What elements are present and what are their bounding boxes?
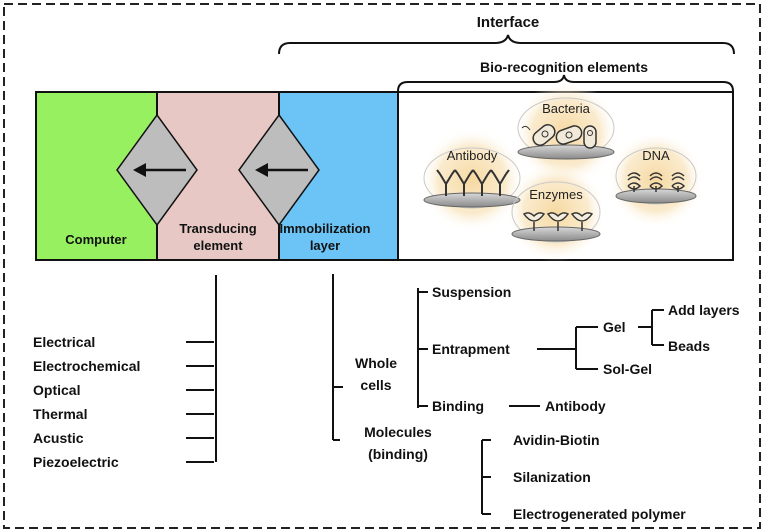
interface-brace <box>278 34 735 55</box>
transducing-label-line2: element <box>193 238 243 253</box>
left-arrowhead-icon <box>133 163 146 177</box>
enzymes-illustration <box>511 181 601 243</box>
bio-recognition-label: Bio-recognition elements <box>480 59 648 75</box>
molecules-label-line1: Molecules <box>364 424 432 440</box>
electrogenerated-polymer-label: Electrogenerated polymer <box>513 506 686 522</box>
binding-antibody-label: Antibody <box>545 398 606 414</box>
antibody-icon <box>490 169 510 196</box>
entrapment-label: Entrapment <box>432 341 510 357</box>
antibody-icon <box>436 169 456 196</box>
antibody-label: Antibody <box>447 148 498 163</box>
left-arrowhead-icon <box>255 163 268 177</box>
beads-label: Beads <box>668 338 710 354</box>
transducer-type-acustic: Acustic <box>33 430 84 446</box>
transducer-type-electrical: Electrical <box>33 334 95 350</box>
dna-glow <box>608 132 704 228</box>
whole-cells-label-line2: cells <box>360 377 391 393</box>
transducer-type-optical: Optical <box>33 382 80 398</box>
antibody-icon <box>472 169 492 196</box>
molecules-label-line2: (binding) <box>368 446 428 462</box>
enzyme-icon <box>570 212 594 231</box>
enzyme-icon <box>522 212 546 231</box>
transducer-type-thermal: Thermal <box>33 406 87 422</box>
bacterium-icon <box>583 125 597 149</box>
computer-label: Computer <box>65 232 126 247</box>
whole-cells-label-line1: Whole <box>355 355 397 371</box>
silanization-label: Silanization <box>513 469 591 485</box>
interface-label: Interface <box>477 14 540 31</box>
transducer-type-piezoelectric: Piezoelectric <box>33 454 119 470</box>
immobilization-label-line2: layer <box>310 238 340 253</box>
immobilization-connectors <box>332 274 664 515</box>
avidin-biotin-label: Avidin-Biotin <box>513 432 600 448</box>
antibody-illustration <box>423 147 521 209</box>
bio-recognition-brace <box>397 74 734 92</box>
enzymes-label: Enzymes <box>529 187 583 202</box>
transducing-label-line1: Transducing <box>179 221 256 236</box>
dna-label: DNA <box>642 148 670 163</box>
immobilization-label-line1: Immobilization <box>280 221 371 236</box>
dna-helix-icon <box>649 172 664 192</box>
dna-illustration <box>615 147 697 205</box>
add-layers-label: Add layers <box>668 302 740 318</box>
bacterium-icon <box>532 124 556 146</box>
binding-label: Binding <box>432 398 484 414</box>
dna-helix-icon <box>627 172 642 192</box>
dna-helix-icon <box>671 172 686 192</box>
transducer-tick-lines <box>186 341 214 463</box>
antibody-icon <box>454 169 474 196</box>
enzymes-glow <box>506 162 606 262</box>
transducer-type-electrochemical: Electrochemical <box>33 358 140 374</box>
bacteria-illustration <box>517 97 615 160</box>
gel-label: Gel <box>603 319 626 335</box>
bacterium-icon <box>555 125 583 145</box>
enzyme-icon <box>546 212 570 231</box>
bacteria-label: Bacteria <box>542 101 590 116</box>
suspension-label: Suspension <box>432 284 511 300</box>
outer-dashed-frame <box>3 3 761 529</box>
sol-gel-label: Sol-Gel <box>603 361 652 377</box>
